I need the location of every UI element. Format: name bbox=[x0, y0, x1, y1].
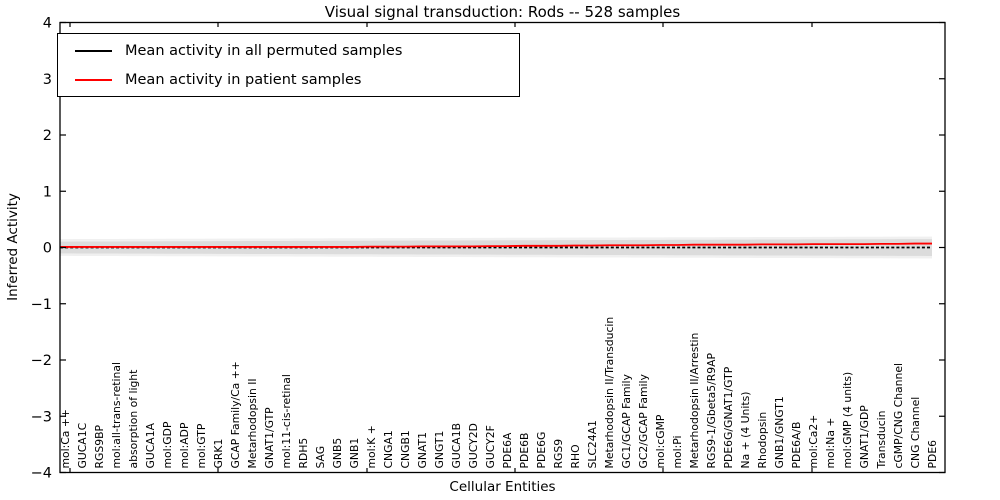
x-tick-label: SLC24A1 bbox=[586, 420, 599, 468]
x-tick-label: GCAP Family/Ca ++ bbox=[229, 361, 242, 468]
x-tick-label: PDE6B bbox=[518, 433, 531, 469]
x-tick-label: RHO bbox=[569, 444, 582, 468]
x-tick-label: GUCA1B bbox=[450, 423, 463, 468]
x-tick-label: Na + (4 Units) bbox=[739, 392, 752, 469]
chart-title: Visual signal transduction: Rods -- 528 … bbox=[324, 3, 681, 21]
x-tick-label: RGS9BP bbox=[93, 425, 106, 469]
permuted-line-swatch bbox=[75, 49, 112, 52]
x-tick-label: mol:GDP bbox=[161, 421, 174, 468]
x-tick-label: GNAT1/GTP bbox=[263, 407, 276, 469]
x-tick-label: PDE6 bbox=[926, 440, 939, 469]
svg-text:1: 1 bbox=[43, 184, 52, 200]
x-tick-label: RGS9-1/Gbeta5/R9AP bbox=[705, 353, 718, 469]
x-tick-label: RDH5 bbox=[297, 438, 310, 469]
x-tick-label: PDE6G bbox=[535, 432, 548, 469]
x-tick-label: GRK1 bbox=[212, 439, 225, 469]
x-tick-label: mol:cGMP bbox=[654, 414, 667, 468]
patient-line-swatch bbox=[75, 78, 112, 81]
legend-label-permuted: Mean activity in all permuted samples bbox=[125, 42, 403, 59]
x-tick-label: GNGT1 bbox=[433, 431, 446, 469]
x-tick-label: mol:K + bbox=[365, 425, 378, 468]
x-tick-label: GUCY2F bbox=[484, 425, 497, 468]
y-axis-label: Inferred Activity bbox=[5, 193, 21, 301]
x-tick-label: mol:GTP bbox=[195, 423, 208, 468]
x-tick-label: GUCY2D bbox=[467, 423, 480, 468]
legend-item-patient: Mean activity in patient samples bbox=[58, 67, 519, 92]
svg-text:0: 0 bbox=[43, 241, 52, 257]
x-tick-label: GUCA1A bbox=[144, 422, 157, 468]
x-tick-label: mol:all-trans-retinal bbox=[110, 362, 123, 468]
x-tick-label: mol:Ca ++ bbox=[59, 409, 72, 468]
x-tick-label: mol:Ca2+ bbox=[807, 415, 820, 469]
x-tick-label: PDE6G/GNAT1/GTP bbox=[722, 366, 735, 468]
x-tick-label: cGMP/CNG Channel bbox=[892, 363, 905, 469]
x-tick-label: mol:GMP (4 units) bbox=[841, 372, 854, 469]
svg-text:−4: −4 bbox=[31, 466, 52, 482]
svg-text:2: 2 bbox=[43, 128, 52, 144]
legend-label-patient: Mean activity in patient samples bbox=[125, 71, 362, 88]
x-tick-label: absorption of light bbox=[127, 370, 140, 469]
x-tick-label: CNG Channel bbox=[909, 397, 922, 469]
x-tick-label: mol:Na + bbox=[824, 418, 837, 469]
x-tick-label: CNGB1 bbox=[399, 430, 412, 468]
x-tick-label: RGS9 bbox=[552, 439, 565, 469]
x-tick-label: GNB1/GNGT1 bbox=[773, 396, 786, 468]
x-tick-label: mol:11-cis-retinal bbox=[280, 374, 293, 468]
x-tick-label: GUCA1C bbox=[76, 423, 89, 469]
x-tick-label: GC2/GCAP Family bbox=[637, 374, 650, 469]
legend-item-permuted: Mean activity in all permuted samples bbox=[58, 38, 519, 63]
x-tick-label: Metarhodopsin II/Transducin bbox=[603, 317, 616, 469]
x-tick-label: mol:Pi bbox=[671, 435, 684, 468]
legend: Mean activity in all permuted samples Me… bbox=[57, 33, 520, 97]
x-tick-label: Metarhodopsin II bbox=[246, 378, 259, 468]
x-tick-label: GNB5 bbox=[331, 438, 344, 469]
svg-text:4: 4 bbox=[43, 16, 52, 32]
x-tick-label: Rhodopsin bbox=[756, 412, 769, 469]
x-tick-label: GNB1 bbox=[348, 438, 361, 469]
x-tick-label: PDE6A bbox=[501, 432, 514, 469]
svg-text:−1: −1 bbox=[31, 297, 52, 313]
x-tick-label: Transducin bbox=[875, 410, 888, 469]
x-tick-label: Metarhodopsin II/Arrestin bbox=[688, 333, 701, 469]
svg-text:3: 3 bbox=[43, 72, 52, 88]
svg-text:−3: −3 bbox=[31, 409, 52, 425]
x-axis-label: Cellular Entities bbox=[449, 479, 556, 495]
x-tick-label: CNGA1 bbox=[382, 430, 395, 468]
x-tick-label: GNAT1/GDP bbox=[858, 405, 871, 469]
x-tick-label: GNAT1 bbox=[416, 432, 429, 468]
x-tick-label: SAG bbox=[314, 446, 327, 469]
x-tick-label: GC1/GCAP Family bbox=[620, 374, 633, 469]
x-tick-label: mol:ADP bbox=[178, 422, 191, 468]
svg-text:−2: −2 bbox=[31, 353, 52, 369]
x-tick-label: PDE6A/B bbox=[790, 422, 803, 469]
